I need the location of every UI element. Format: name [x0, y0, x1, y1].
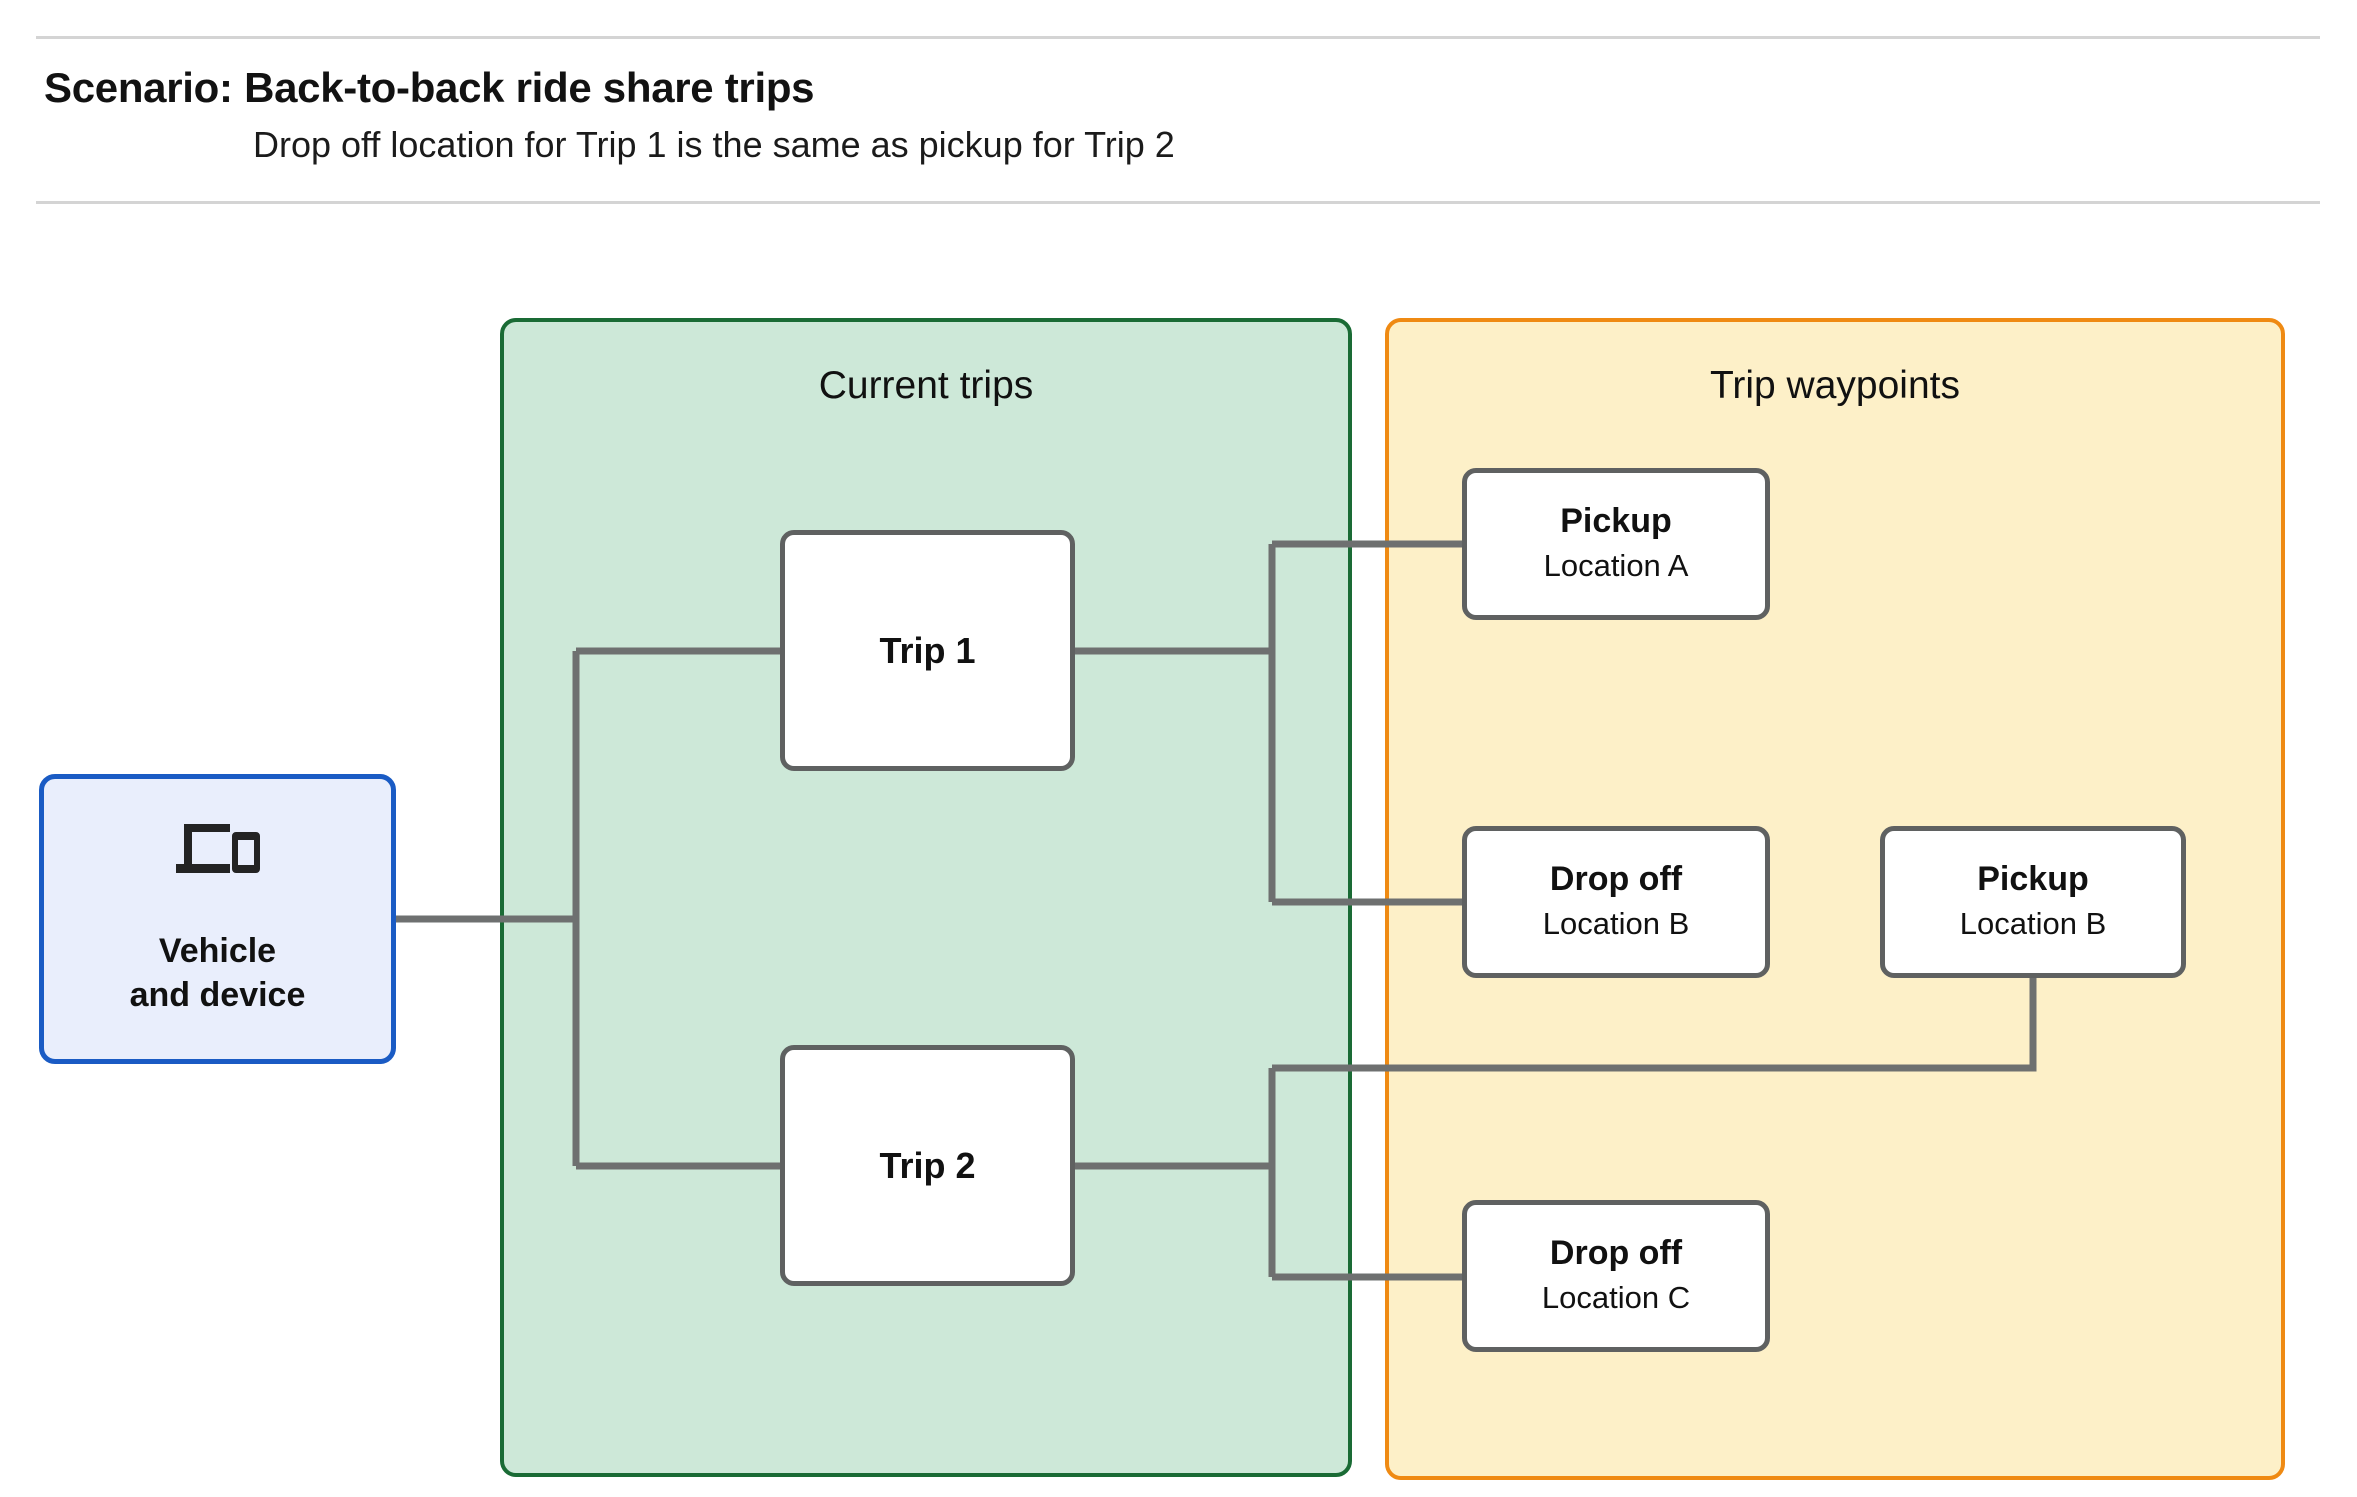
node-waypoint-dropoff-c-location: Location C — [1541, 1280, 1691, 1316]
node-waypoint-dropoff-c[interactable]: Drop off Location C — [1462, 1200, 1770, 1352]
node-waypoint-pickup-a-type: Pickup — [1560, 502, 1672, 541]
page-title: Scenario: Back-to-back ride share trips — [44, 64, 815, 111]
devices-icon — [175, 824, 260, 874]
node-waypoint-dropoff-b[interactable]: Drop off Location B — [1462, 826, 1770, 978]
node-waypoint-dropoff-c-type: Drop off — [1549, 1234, 1683, 1273]
node-waypoint-pickup-a-location: Location A — [1543, 548, 1689, 584]
node-vehicle-and-device[interactable]: Vehicle and device — [39, 774, 396, 1064]
node-waypoint-pickup-b[interactable]: Pickup Location B — [1880, 826, 2186, 978]
header-divider-top — [36, 36, 2320, 39]
group-trip-waypoints-title: Trip waypoints — [1710, 364, 1960, 407]
vehicle-and-device-label: Vehicle and device — [129, 932, 306, 1014]
node-trip-1[interactable]: Trip 1 — [780, 530, 1075, 771]
node-waypoint-pickup-b-location: Location B — [1959, 906, 2107, 942]
connector-trip-2-to-pickup-b — [1272, 978, 2037, 1072]
node-trip-2[interactable]: Trip 2 — [780, 1045, 1075, 1286]
page-subtitle: Drop off location for Trip 1 is the same… — [253, 124, 1175, 165]
group-current-trips-title: Current trips — [818, 364, 1034, 407]
node-waypoint-dropoff-b-type: Drop off — [1549, 860, 1683, 899]
node-waypoint-pickup-a[interactable]: Pickup Location A — [1462, 468, 1770, 620]
node-trip-1-label: Trip 1 — [879, 629, 976, 671]
node-waypoint-dropoff-b-location: Location B — [1542, 906, 1690, 942]
header-divider-bottom — [36, 201, 2320, 204]
node-waypoint-pickup-b-type: Pickup — [1977, 860, 2089, 899]
node-trip-2-label: Trip 2 — [879, 1144, 976, 1186]
